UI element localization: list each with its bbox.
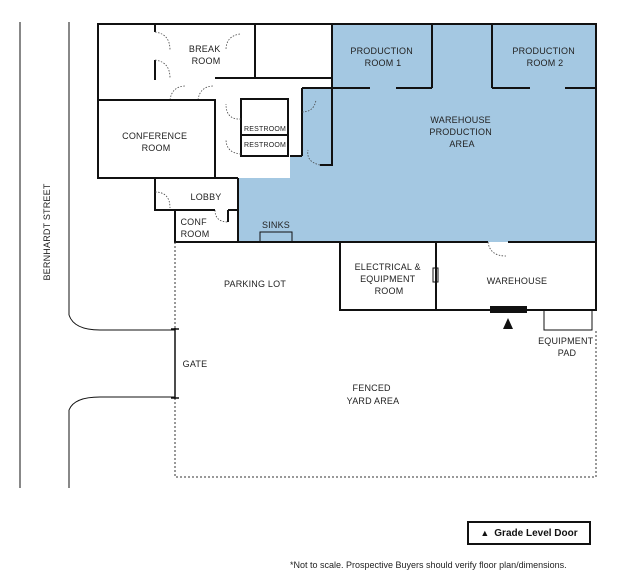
- conf-room-label: CONF ROOM: [180, 217, 209, 239]
- production-room-2-label: PRODUCTION ROOM 2: [512, 46, 577, 68]
- grade-level-door: [490, 306, 527, 313]
- conference-room-label: CONFERENCE ROOM: [122, 131, 190, 153]
- driveway-curve-top: [68, 314, 175, 331]
- footnote: *Not to scale. Prospective Buyers should…: [290, 560, 567, 570]
- gate-label: GATE: [183, 359, 208, 369]
- warehouse-label: WAREHOUSE: [487, 276, 547, 286]
- restroom-2-label: RESTROOM: [244, 142, 286, 149]
- sinks-fixture: [259, 231, 293, 243]
- door-arc: [197, 85, 215, 101]
- triangle-icon: ▲: [480, 528, 490, 538]
- door-arc: [225, 138, 242, 155]
- street-label: BERNHARDT STREET: [42, 183, 52, 280]
- door-arc: [225, 33, 241, 51]
- production-area-fill: [238, 24, 596, 242]
- electrical-equipment-room-label: ELECTRICAL & EQUIPMENT ROOM: [355, 262, 424, 296]
- legend-box: ▲ Grade Level Door: [467, 521, 591, 545]
- driveway-curve-bottom: [68, 396, 175, 411]
- conference-room-walls: [97, 99, 216, 179]
- door-arc: [154, 191, 171, 209]
- equipment-pad-outline: [543, 310, 593, 331]
- parking-lot-label: PARKING LOT: [224, 279, 286, 289]
- door-arc: [154, 59, 171, 79]
- sinks-label: SINKS: [262, 220, 290, 230]
- door-arc: [225, 103, 242, 120]
- door-arc: [154, 31, 171, 51]
- warehouse-production-area-label: WAREHOUSE PRODUCTION AREA: [429, 115, 494, 149]
- door-arc: [214, 209, 229, 223]
- door-arc: [301, 99, 317, 113]
- legend-label: Grade Level Door: [494, 527, 578, 539]
- restroom-1-label: RESTROOM: [244, 126, 286, 133]
- door-arc: [169, 85, 187, 101]
- break-room-label: BREAK ROOM: [189, 44, 223, 66]
- production-room-1-label: PRODUCTION ROOM 1: [350, 46, 415, 68]
- triangle-icon: [503, 318, 513, 329]
- corridor-walls: [302, 87, 333, 166]
- equipment-pad-label: EQUIPMENT PAD: [538, 336, 596, 358]
- electrical-door-panel: [432, 267, 439, 283]
- lobby-label: LOBBY: [190, 192, 221, 202]
- fenced-yard-area-label: FENCED YARD AREA: [347, 383, 400, 406]
- door-arc: [487, 241, 507, 257]
